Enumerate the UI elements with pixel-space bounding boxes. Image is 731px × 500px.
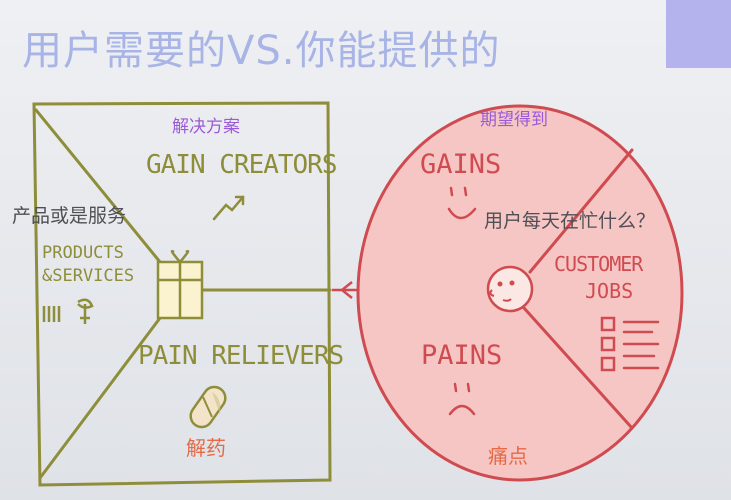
customer-jobs-line1: CUSTOMER [554, 252, 643, 276]
gain-creators-label: GAIN CREATORS [146, 150, 337, 180]
value-map-outline [32, 101, 332, 487]
gift-box-icon [156, 249, 204, 320]
gains-label: GAINS [420, 149, 502, 180]
trend-up-icon [212, 195, 245, 221]
smile-icon [447, 186, 477, 220]
diagonal-lower [38, 316, 162, 480]
customer-profile-circle [356, 104, 684, 482]
products-icons [42, 298, 94, 324]
products-label-line1: PRODUCTS [42, 243, 124, 263]
customer-jobs-line2: JOBS [585, 279, 634, 303]
pill-icon [189, 385, 227, 429]
jobs-caption: 用户每天在忙什么？ [484, 210, 656, 232]
pain-relievers-label: PAIN RELIEVERS [138, 341, 344, 371]
products-caption: 产品或是服务 [12, 205, 127, 227]
checklist-icon [600, 316, 660, 372]
pain-points-label: 痛点 [488, 444, 528, 468]
slide-title: 用户需要的VS.你能提供的 [22, 28, 501, 74]
antidote-label: 解药 [186, 436, 226, 460]
expected-gains-label: 期望得到 [480, 110, 548, 130]
solution-label: 解决方案 [172, 117, 240, 137]
accent-block [666, 0, 731, 68]
customer-face-icon [486, 265, 534, 313]
products-label-line2: &SERVICES [42, 266, 135, 286]
diagonal-upper [34, 108, 162, 264]
pains-label: PAINS [421, 340, 503, 371]
frown-icon [448, 382, 476, 416]
